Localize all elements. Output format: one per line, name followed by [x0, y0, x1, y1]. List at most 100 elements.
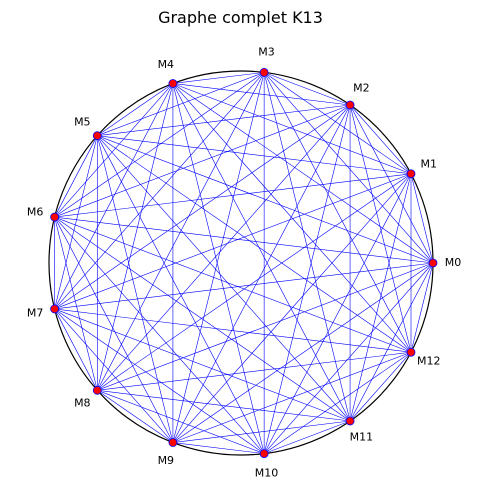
edge-M0-M1: [410, 173, 434, 264]
edges-layer: [54, 72, 434, 454]
node-label-M10: M10: [255, 466, 279, 479]
edge-M7-M10: [54, 308, 265, 454]
edge-M2-M8: [97, 104, 351, 391]
node-M1: [406, 169, 416, 179]
edge-M7-M11: [54, 308, 351, 422]
edge-M5-M6: [54, 135, 98, 218]
edge-M6-M8: [54, 216, 98, 391]
edge-M5-M7: [54, 135, 98, 310]
edge-M0-M7: [54, 262, 434, 310]
edge-M1-M2: [349, 104, 412, 174]
edge-M4-M12: [172, 83, 412, 353]
edge-M1-M3: [263, 72, 412, 175]
edge-M8-M11: [97, 390, 351, 422]
edge-M4-M10: [172, 83, 265, 454]
edge-M8-M12: [97, 351, 412, 391]
edge-M0-M11: [349, 262, 434, 422]
edge-M7-M12: [54, 308, 412, 353]
node-label-M3: M3: [258, 46, 275, 59]
node-label-M11: M11: [350, 430, 374, 443]
node-M12: [406, 347, 416, 357]
edge-M3-M11: [263, 72, 351, 422]
edge-M2-M10: [263, 104, 351, 454]
node-M5: [92, 131, 102, 141]
edge-M9-M12: [172, 351, 412, 443]
edge-M3-M8: [97, 72, 265, 391]
edge-M3-M5: [97, 72, 265, 136]
edge-M1-M8: [97, 173, 412, 391]
edge-M5-M9: [96, 135, 174, 443]
edge-M6-M10: [54, 216, 265, 454]
node-label-M4: M4: [158, 58, 175, 71]
node-M7: [50, 304, 59, 314]
node-label-M2: M2: [353, 82, 370, 95]
node-M3: [259, 68, 269, 77]
edge-M3-M7: [54, 72, 265, 310]
edge-M7-M8: [54, 308, 98, 391]
edge-M6-M9: [54, 216, 174, 443]
node-M0: [428, 258, 438, 268]
edge-M6-M11: [54, 216, 351, 422]
node-label-M6: M6: [27, 205, 44, 218]
edge-M1-M10: [263, 173, 412, 454]
edge-M3-M4: [172, 72, 265, 84]
edge-M1-M9: [172, 173, 412, 443]
edge-M5-M11: [97, 135, 351, 422]
edge-M2-M4: [172, 83, 351, 106]
edge-M4-M11: [172, 83, 351, 422]
edge-M10-M12: [263, 351, 412, 454]
nodes-layer: [50, 68, 438, 459]
edge-M8-M9: [97, 390, 174, 443]
edge-M3-M12: [263, 72, 412, 353]
node-M11: [345, 416, 355, 426]
edge-M4-M7: [54, 83, 174, 310]
edge-M3-M6: [54, 72, 265, 218]
edge-M2-M12: [349, 104, 412, 353]
edge-M2-M6: [54, 104, 351, 218]
edge-M7-M9: [54, 308, 174, 443]
node-label-M5: M5: [74, 115, 91, 128]
edge-M4-M8: [96, 83, 174, 391]
node-M10: [259, 449, 269, 459]
edge-M1-M4: [172, 83, 412, 175]
edge-M0-M6: [54, 216, 434, 264]
edge-M6-M12: [54, 216, 412, 353]
edge-M2-M3: [264, 72, 351, 106]
edge-M0-M4: [172, 83, 434, 264]
edge-M5-M12: [97, 135, 412, 353]
edge-M0-M5: [97, 135, 434, 264]
node-label-M8: M8: [74, 397, 91, 410]
edge-M0-M8: [97, 262, 434, 391]
edge-M3-M9: [172, 72, 265, 443]
edge-M1-M5: [97, 135, 412, 175]
edge-M2-M7: [54, 104, 351, 310]
edge-M0-M3: [263, 72, 434, 264]
edge-M8-M10: [97, 390, 265, 454]
edge-M0-M9: [172, 262, 434, 443]
edge-M0-M10: [263, 262, 434, 454]
edge-M11-M12: [349, 352, 412, 422]
node-M2: [345, 100, 355, 110]
edge-M2-M9: [172, 104, 351, 443]
edge-M5-M10: [97, 135, 265, 454]
outer-circle: [48, 70, 434, 456]
edge-M4-M6: [54, 83, 174, 218]
node-label-M12: M12: [417, 355, 441, 368]
edge-M10-M11: [264, 420, 351, 454]
node-label-M1: M1: [420, 157, 437, 170]
edge-M1-M11: [349, 173, 412, 422]
edge-M0-M2: [349, 104, 434, 264]
edge-M1-M7: [54, 173, 412, 310]
diagram-title: Graphe complet K13: [158, 8, 323, 27]
node-M9: [168, 438, 178, 447]
node-M6: [50, 212, 59, 222]
edge-M9-M11: [172, 420, 351, 443]
node-M8: [92, 385, 102, 395]
node-label-M9: M9: [158, 454, 175, 467]
edge-M0-M12: [410, 262, 434, 353]
node-label-M0: M0: [445, 256, 462, 269]
edge-M9-M10: [172, 442, 265, 454]
